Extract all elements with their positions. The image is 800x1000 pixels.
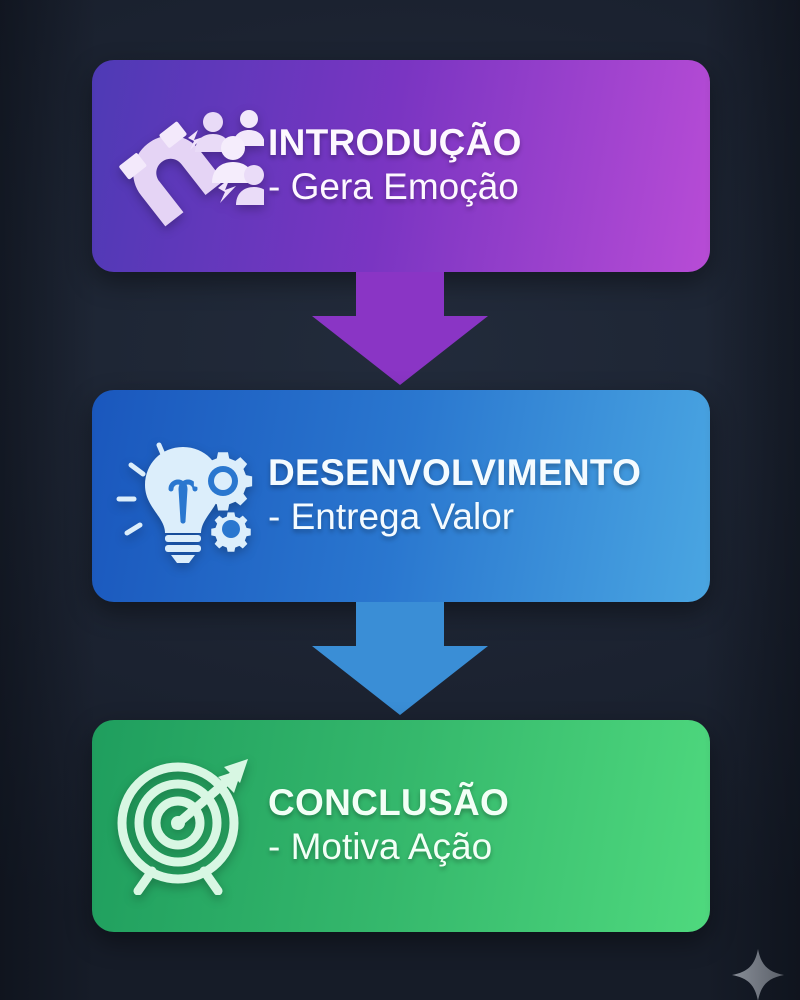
- step-text-introducao: INTRODUÇÃO - Gera Emoção: [268, 121, 710, 210]
- step-card-introducao[interactable]: INTRODUÇÃO - Gera Emoção: [92, 60, 710, 272]
- step-title: DESENVOLVIMENTO: [268, 451, 642, 493]
- step-subtitle: - Gera Emoção: [268, 166, 519, 208]
- step-subtitle: - Entrega Valor: [268, 496, 515, 538]
- connector-arrow-2: [0, 602, 800, 720]
- step-title: CONCLUSÃO: [268, 781, 510, 823]
- step-desenvolvimento: DESENVOLVIMENTO - Entrega Valor: [92, 390, 710, 602]
- sparkle-icon: [728, 945, 788, 1000]
- lightbulb-gears-icon: [92, 390, 268, 602]
- step-text-conclusao: CONCLUSÃO - Motiva Ação: [268, 781, 710, 870]
- step-text-desenvolvimento: DESENVOLVIMENTO - Entrega Valor: [268, 451, 710, 540]
- step-card-desenvolvimento[interactable]: DESENVOLVIMENTO - Entrega Valor: [92, 390, 710, 602]
- step-title: INTRODUÇÃO: [268, 121, 522, 163]
- magnet-attracting-people-icon: [92, 60, 268, 272]
- step-conclusao: CONCLUSÃO - Motiva Ação: [92, 720, 710, 932]
- step-card-conclusao[interactable]: CONCLUSÃO - Motiva Ação: [92, 720, 710, 932]
- step-subtitle: - Motiva Ação: [268, 826, 493, 868]
- connector-arrow-1: [0, 272, 800, 390]
- target-arrow-icon: [92, 720, 268, 932]
- step-introducao: INTRODUÇÃO - Gera Emoção: [92, 60, 710, 272]
